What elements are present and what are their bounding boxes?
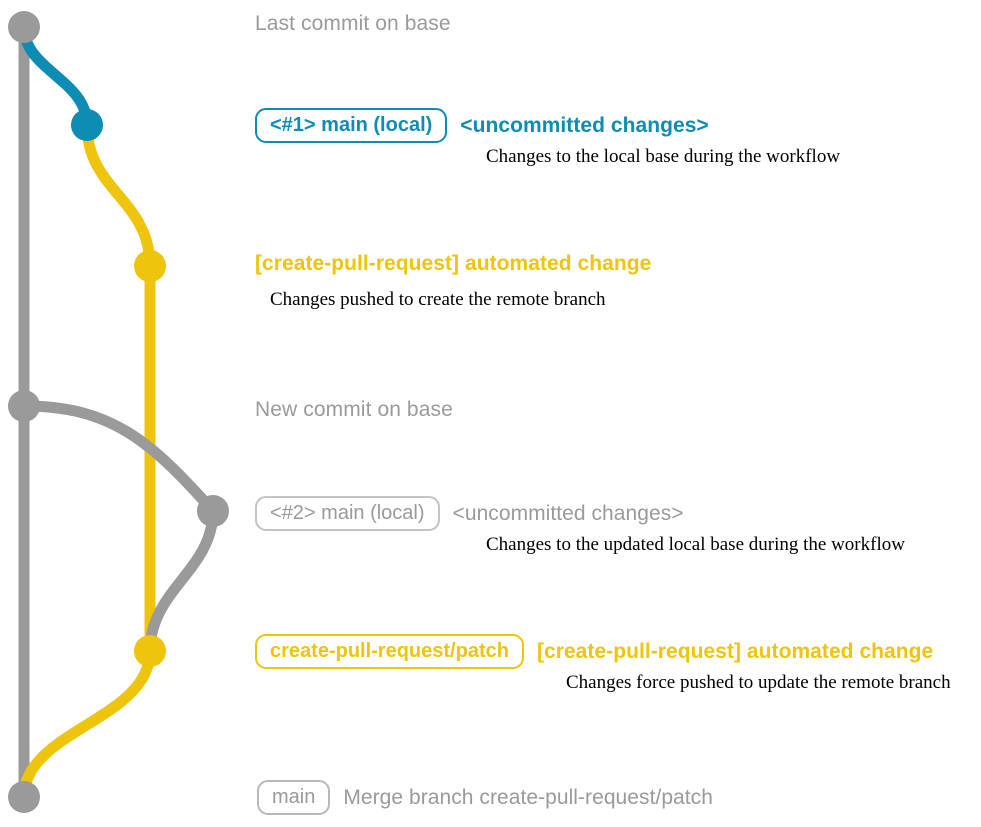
row-last-commit-on-base: Last commit on base [255, 12, 451, 36]
row-new-commit-on-base: New commit on base [255, 398, 453, 422]
commit-node-base-new[interactable] [8, 390, 40, 422]
edge-remote-2-to-merge [18, 645, 156, 803]
commit-node-remote-1[interactable] [134, 250, 166, 282]
edge-local-1-to-remote-1 [81, 119, 156, 272]
commit-node-local-2[interactable] [197, 495, 229, 527]
section-label-new-commit-on-base: New commit on base [255, 398, 453, 421]
ref-pill-merge-main[interactable]: main [257, 780, 331, 815]
edge-base-to-local-2 [18, 400, 219, 517]
row-local-2: <#2> main (local) <uncommitted changes> [255, 496, 684, 531]
commit-note-local-1: Changes to the local base during the wor… [486, 146, 841, 167]
ref-pill-local-2[interactable]: <#2> main (local) [255, 496, 440, 531]
commit-node-merge[interactable] [8, 781, 40, 813]
commit-subject-merge: Merge branch create-pull-request/patch [343, 785, 713, 809]
ref-pill-remote-2[interactable]: create-pull-request/patch [255, 634, 524, 669]
row-remote-1: [create-pull-request] automated change [255, 252, 651, 276]
commit-subject-remote-1: [create-pull-request] automated change [255, 252, 652, 275]
commit-note-local-2: Changes to the updated local base during… [486, 534, 905, 555]
commit-subject-local-1: <uncommitted changes> [460, 113, 709, 137]
commit-node-local-1[interactable] [71, 109, 103, 141]
commit-subject-local-2: <uncommitted changes> [452, 501, 684, 525]
commit-note-remote-2: Changes force pushed to update the remot… [566, 672, 951, 693]
row-remote-2: create-pull-request/patch [create-pull-r… [255, 634, 933, 669]
commit-note-remote-1: Changes pushed to create the remote bran… [270, 289, 606, 310]
edge-local-2-to-remote-2 [144, 505, 219, 657]
commit-subject-remote-2: [create-pull-request] automated change [536, 639, 934, 663]
commit-node-base-last[interactable] [8, 11, 40, 43]
row-merge: main Merge branch create-pull-request/pa… [257, 780, 713, 815]
row-local-1: <#1> main (local) <uncommitted changes> [255, 108, 709, 143]
ref-pill-local-1[interactable]: <#1> main (local) [255, 108, 448, 143]
section-label-last-commit-on-base: Last commit on base [255, 12, 451, 35]
commit-node-remote-2[interactable] [134, 635, 166, 667]
